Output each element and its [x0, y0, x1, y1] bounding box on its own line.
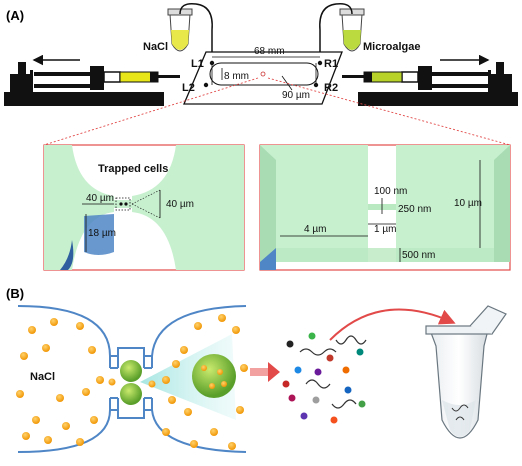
dna-fragments	[299, 335, 367, 409]
nacl-device-label: NaCl	[30, 371, 55, 383]
nacl-tube	[167, 8, 193, 52]
zoom-right-4um-label: 4 µm	[304, 224, 326, 235]
zoom-right-1um-label: 1 µm	[374, 224, 396, 235]
microfluidic-chip	[183, 51, 343, 105]
tubing-left	[179, 2, 213, 60]
device-outline	[17, 305, 247, 453]
chip-length-label: 68 mm	[254, 46, 285, 57]
port-l1-label: L1	[191, 58, 204, 70]
panel-a-label: (A)	[6, 8, 24, 23]
eppendorf-tube	[425, 305, 507, 439]
zoom-left-neck-label: 40 µm	[166, 199, 194, 210]
zoom-right-10um-label: 10 µm	[454, 198, 482, 209]
zoom-right-500nm-label: 500 nm	[402, 250, 435, 261]
right-syringe-pump	[342, 54, 518, 106]
trapped-cell-top	[120, 360, 142, 382]
zoom-right-100nm-label: 100 nm	[374, 186, 407, 197]
microalgae-reagent-label: Microalgae	[363, 41, 420, 53]
port-r1-label: R1	[324, 58, 338, 70]
zoom-guide-lines	[43, 77, 511, 146]
colored-molecules	[282, 332, 366, 424]
port-r2-label: R2	[324, 82, 338, 94]
panel-b-label: (B)	[6, 286, 24, 301]
zoom-right-panel	[259, 144, 511, 271]
magnified-cell	[192, 354, 236, 398]
tubing-right	[319, 2, 353, 60]
zoom-left-depth-label: 18 µm	[88, 228, 116, 239]
port-l2-label: L2	[182, 82, 195, 94]
zoom-left-width-label: 40 µm	[86, 193, 114, 204]
transition-arrow	[250, 362, 280, 382]
channel-gap-label: 90 µm	[282, 90, 310, 101]
curved-red-arrow	[329, 308, 456, 341]
zoom-right-250nm-label: 250 nm	[398, 204, 431, 215]
nacl-reagent-label: NaCl	[143, 41, 168, 53]
microalgae-tube	[339, 8, 365, 52]
trapped-cell-bottom	[120, 383, 142, 405]
zoom-left-panel	[43, 144, 245, 271]
nacl-dots	[16, 314, 248, 450]
left-syringe-pump	[4, 54, 180, 106]
chip-width-label: 8 mm	[224, 71, 249, 82]
trapped-cells-label: Trapped cells	[98, 163, 168, 175]
